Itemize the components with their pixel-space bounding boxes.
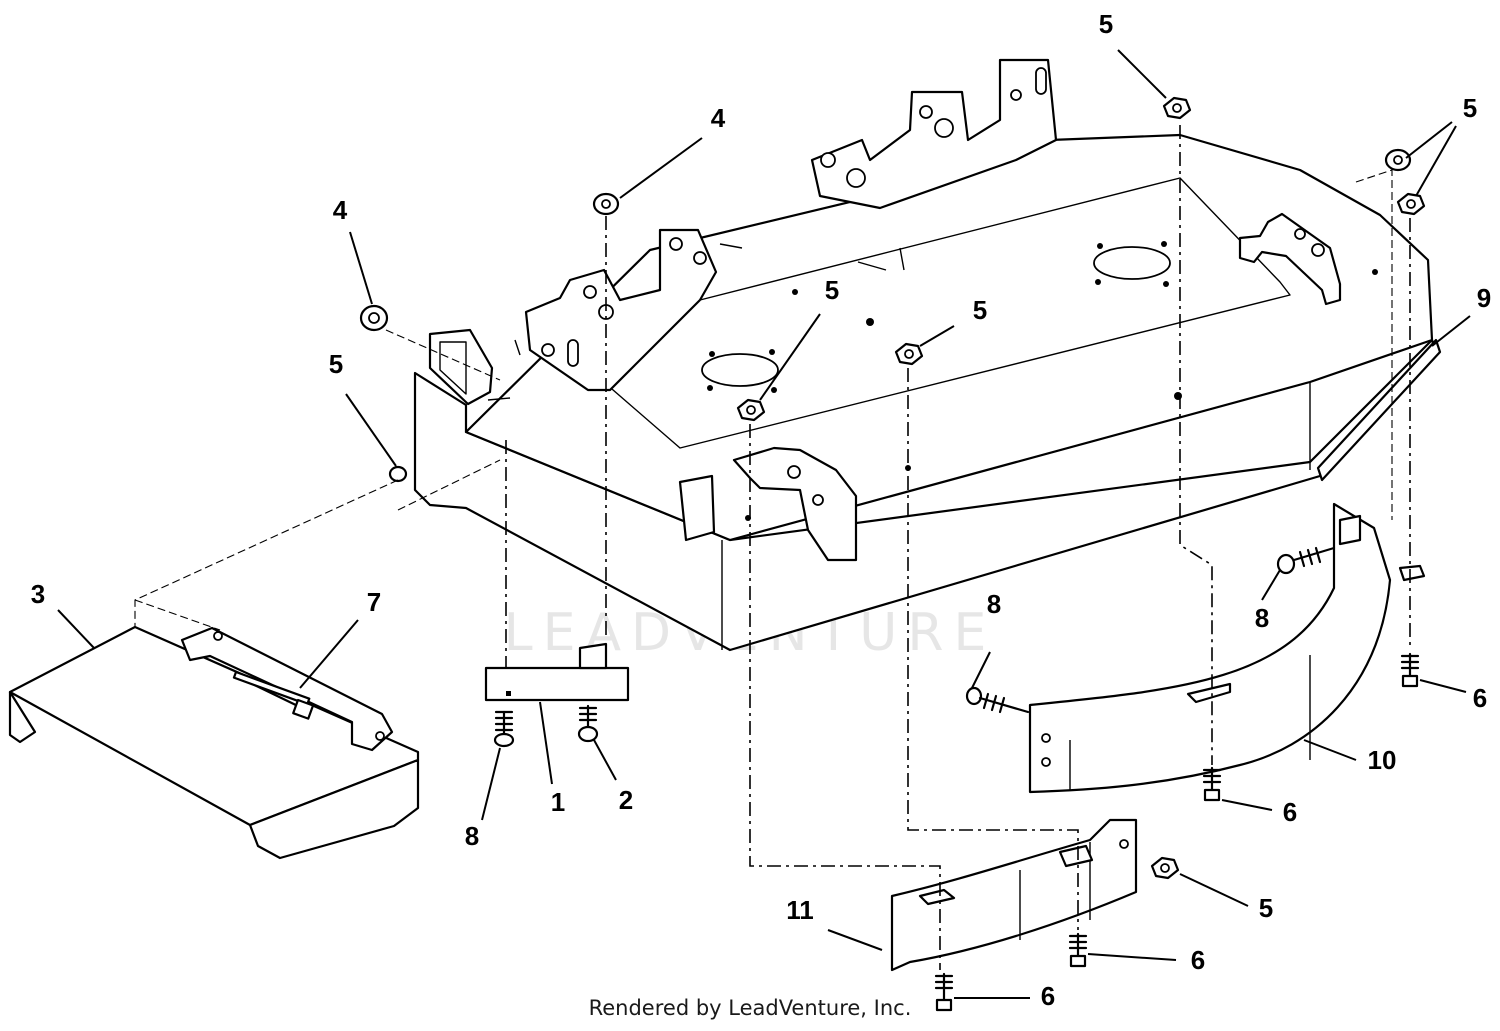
deck-left-hanger-bracket xyxy=(524,228,718,392)
hardware-nuts xyxy=(359,96,1426,880)
callout-4-top: 4 xyxy=(711,103,726,133)
right-baffle xyxy=(1028,502,1426,794)
bolt-6-front-baffle xyxy=(1068,932,1088,968)
callout-9: 9 xyxy=(1477,283,1491,313)
bolt-6-right-baffle xyxy=(1202,766,1222,802)
nut-4-left xyxy=(359,304,389,332)
callout-5-center: 5 xyxy=(973,295,987,325)
bolt-8-middle xyxy=(965,686,1030,714)
bolt-8-right xyxy=(1276,546,1336,575)
callout-10: 10 xyxy=(1368,745,1397,775)
callout-8-right: 8 xyxy=(1255,603,1269,633)
pivot-rod xyxy=(232,670,315,720)
nut-5-front-baffle xyxy=(1150,856,1180,880)
callout-5-front: 5 xyxy=(1259,893,1273,923)
front-baffle xyxy=(890,818,1138,972)
callout-6-front: 6 xyxy=(1191,945,1205,975)
callout-8-left: 8 xyxy=(465,821,479,851)
callout-4-left: 4 xyxy=(333,195,348,225)
hardware-bolts xyxy=(934,546,1420,1012)
bolt-2-under-block xyxy=(577,704,599,743)
callout-11: 11 xyxy=(786,895,814,925)
nut-4-top xyxy=(592,192,620,216)
callout-5-spindle: 5 xyxy=(825,275,839,305)
discharge-chute-deflector xyxy=(8,625,420,860)
callout-5-top: 5 xyxy=(1099,9,1113,39)
render-credit: Rendered by LeadVenture, Inc. xyxy=(588,996,912,1020)
deck-front-left-bracket xyxy=(428,328,494,406)
callout-7: 7 xyxy=(367,587,381,617)
callout-3: 3 xyxy=(31,579,45,609)
deck-front-center-bracket xyxy=(678,446,858,562)
assembly-lines xyxy=(134,125,1411,970)
callout-1: 1 xyxy=(551,787,565,817)
callout-6-baffle: 6 xyxy=(1283,797,1297,827)
callout-8-middle: 8 xyxy=(987,589,1001,619)
deflector-front xyxy=(248,758,420,860)
nut-5-right-lower xyxy=(1396,192,1426,216)
mount-block xyxy=(484,642,630,702)
nut-5-left-spindle xyxy=(736,398,766,422)
deck-rear-bracket xyxy=(810,58,1058,210)
right-spindle-hole xyxy=(1093,246,1171,280)
left-spindle-hole xyxy=(701,353,779,387)
callout-6-bottom: 6 xyxy=(1041,981,1055,1011)
callout-2: 2 xyxy=(619,785,633,815)
bolt-8-under-block xyxy=(493,710,515,748)
callouts: 5 5 4 4 5 5 5 9 3 7 1 2 8 8 8 6 6 10 5 6… xyxy=(31,9,1491,1011)
bolt-6-bottom xyxy=(934,972,954,1012)
nut-5-top xyxy=(1162,96,1192,120)
nut-5-center xyxy=(894,342,924,366)
deflector-top xyxy=(8,625,420,827)
deck-right-hanger-bracket xyxy=(1238,212,1342,306)
mower-deck xyxy=(413,133,1438,652)
callout-6-right: 6 xyxy=(1473,683,1487,713)
callout-5-left: 5 xyxy=(329,349,343,379)
nut-5-right-upper xyxy=(1384,148,1412,172)
bolt-6-right xyxy=(1400,652,1420,688)
nut-5-left xyxy=(388,465,408,483)
callout-5-right: 5 xyxy=(1463,93,1477,123)
leader-lines xyxy=(57,49,1471,999)
